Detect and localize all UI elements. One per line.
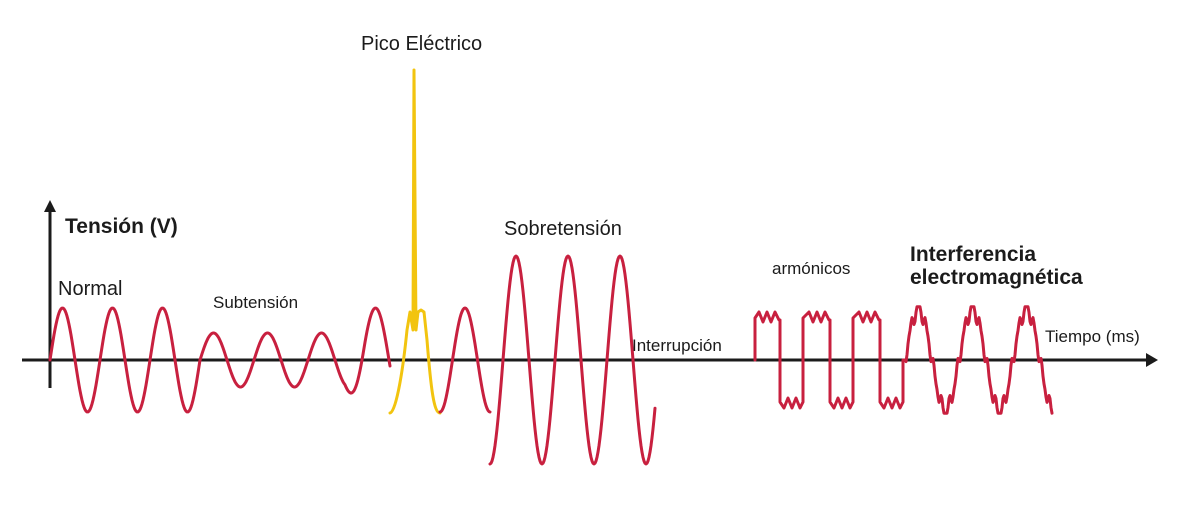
swell-wave: [488, 254, 657, 466]
emi-label-line2: electromagnética: [910, 266, 1083, 289]
harmonics-wave: [753, 310, 905, 410]
y-axis-label: Tensión (V): [65, 215, 178, 238]
sag-label: Subtensión: [213, 293, 298, 312]
sag-wave: [198, 306, 392, 395]
emi-label-line1: Interferencia: [910, 243, 1036, 266]
normal-label: Normal: [58, 278, 122, 300]
y-axis-arrow-icon: [44, 200, 56, 212]
swell-label: Sobretensión: [504, 218, 622, 240]
normal-wave: [48, 306, 202, 414]
x-axis-arrow-icon: [1146, 353, 1158, 367]
interruption-label: Interrupción: [632, 336, 722, 355]
harmonics-label: armónicos: [772, 259, 850, 278]
emi-wave: [903, 305, 1054, 415]
spike-label: Pico Eléctrico: [361, 33, 482, 55]
x-axis-label: Tiempo (ms): [1045, 327, 1140, 346]
recovery-wave: [438, 306, 492, 414]
waveform: [48, 68, 1054, 466]
spike-wave: [388, 68, 442, 415]
